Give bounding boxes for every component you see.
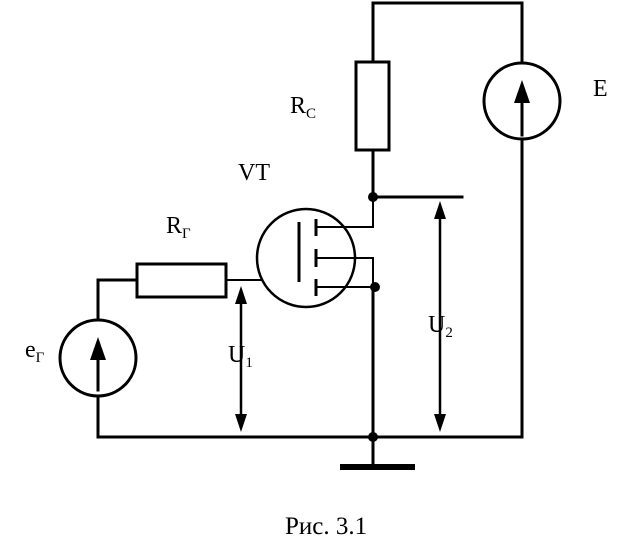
arrow-up-icon <box>434 201 446 219</box>
wire-eg-up <box>96 278 139 322</box>
voltage-source-e <box>482 61 562 141</box>
arrow-down-icon <box>235 414 247 432</box>
arrow-up-icon <box>90 337 106 360</box>
voltage-arrow-u1 <box>235 286 247 432</box>
label-eg: eГ <box>25 337 45 366</box>
label-u1: U1 <box>228 342 253 371</box>
junction-source <box>370 282 380 292</box>
resistor-rc <box>354 60 391 152</box>
wire-top <box>371 1 524 82</box>
voltage-arrow-u2 <box>434 201 446 432</box>
arrow-down-icon <box>434 414 446 432</box>
figure-caption: Рис. 3.1 <box>285 513 367 540</box>
transistor-vt <box>255 207 357 309</box>
label-vt: VT <box>238 160 270 186</box>
label-rg: RГ <box>166 213 191 242</box>
junction-ground <box>368 432 378 442</box>
label-e: E <box>593 76 608 102</box>
junction-drain <box>368 192 378 202</box>
label-rc: RC <box>290 93 316 122</box>
resistor-rg <box>135 262 228 299</box>
signal-source-eg <box>58 318 138 398</box>
arrow-up-icon <box>235 286 247 304</box>
label-u2: U2 <box>428 312 453 341</box>
arrow-up-icon <box>514 80 530 103</box>
